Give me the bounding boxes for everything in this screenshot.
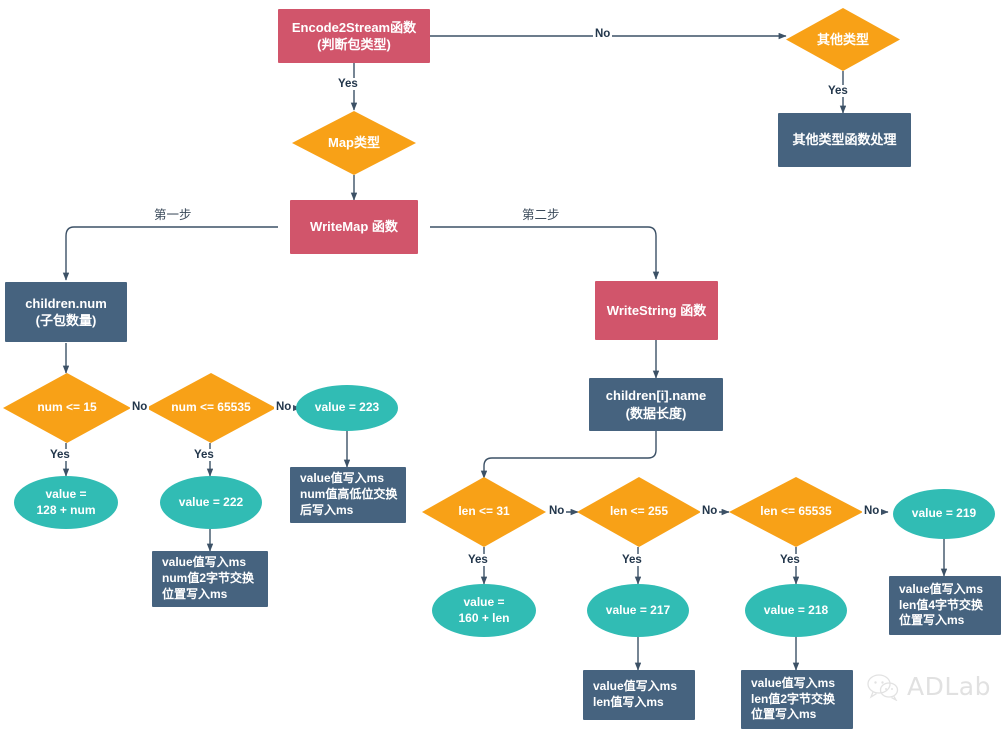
node-value-223-label: value = 223 bbox=[314, 400, 380, 415]
edge-label-no-num15: No bbox=[130, 401, 150, 413]
node-write-num-2byte-line2: num值2字节交换 bbox=[162, 571, 255, 586]
node-num-le-15[interactable]: num <= 15 bbox=[3, 373, 131, 443]
node-write-len-4byte-line3: 位置写入ms bbox=[899, 613, 965, 628]
edge-label-yes-other: Yes bbox=[826, 85, 850, 97]
edge-label-no-num65535: No bbox=[274, 401, 294, 413]
node-value-128-num[interactable]: value = 128 + num bbox=[14, 476, 118, 529]
watermark: ADLab bbox=[866, 672, 991, 701]
node-write-num-swap-line3: 后写入ms bbox=[300, 502, 354, 517]
node-value-219-label: value = 219 bbox=[911, 506, 977, 521]
node-write-num-2byte-line1: value值写入ms bbox=[162, 555, 247, 570]
node-value-128-num-line1: value = bbox=[45, 486, 87, 501]
node-children-num-line2: (子包数量) bbox=[35, 313, 97, 328]
node-encode2stream[interactable]: Encode2Stream函数 (判断包类型) bbox=[278, 9, 430, 63]
node-other-type-label: 其他类型 bbox=[816, 31, 869, 47]
edge-label-no-len65535: No bbox=[862, 505, 882, 517]
node-write-len-4byte[interactable]: value值写入ms len值4字节交换 位置写入ms bbox=[889, 576, 1001, 635]
node-children-name-line1: children[i].name bbox=[605, 388, 707, 404]
node-children-num-line1: children.num bbox=[25, 295, 107, 311]
node-write-len-2byte-line1: value值写入ms bbox=[751, 675, 836, 690]
edge-label-no-len31: No bbox=[547, 505, 567, 517]
node-write-num-swap-line1: value值写入ms bbox=[300, 471, 385, 486]
node-value-217[interactable]: value = 217 bbox=[587, 584, 689, 637]
edge-label-no-len255: No bbox=[700, 505, 720, 517]
node-value-219[interactable]: value = 219 bbox=[893, 489, 995, 539]
node-num-le-65535[interactable]: num <= 65535 bbox=[146, 373, 276, 443]
node-len-le-65535[interactable]: len <= 65535 bbox=[729, 477, 863, 547]
node-value-160-len[interactable]: value = 160 + len bbox=[432, 584, 536, 637]
watermark-text: ADLab bbox=[907, 672, 991, 701]
node-write-len-4byte-line2: len值4字节交换 bbox=[899, 597, 984, 612]
wechat-icon bbox=[866, 673, 900, 701]
node-len-le-31[interactable]: len <= 31 bbox=[422, 477, 546, 547]
node-value-160-len-line2: 160 + len bbox=[458, 610, 510, 625]
edge-label-yes-top: Yes bbox=[336, 78, 360, 90]
edge-label-yes-len65535: Yes bbox=[778, 554, 802, 566]
edge-label-step1: 第一步 bbox=[152, 204, 194, 223]
node-write-num-swap-line2: num值高低位交换 bbox=[300, 487, 398, 502]
edge-label-no-top: No bbox=[593, 28, 613, 40]
node-encode2stream-line1: Encode2Stream函数 bbox=[291, 19, 417, 35]
edge-label-yes-len31: Yes bbox=[466, 554, 490, 566]
node-write-num-swap[interactable]: value值写入ms num值高低位交换 后写入ms bbox=[290, 467, 406, 523]
node-children-num[interactable]: children.num (子包数量) bbox=[5, 282, 127, 342]
node-writestring[interactable]: WriteString 函数 bbox=[595, 281, 718, 340]
node-encode2stream-line2: (判断包类型) bbox=[317, 37, 391, 52]
node-value-218-label: value = 218 bbox=[763, 602, 829, 617]
node-num-le-65535-label: num <= 65535 bbox=[171, 400, 251, 415]
node-write-len-2byte-line2: len值2字节交换 bbox=[751, 691, 836, 706]
edge-label-step2: 第二步 bbox=[520, 204, 562, 223]
node-len-le-255-label: len <= 255 bbox=[609, 504, 669, 519]
node-writemap[interactable]: WriteMap 函数 bbox=[290, 200, 418, 254]
node-value-222-label: value = 222 bbox=[178, 494, 244, 509]
node-value-128-num-line2: 128 + num bbox=[36, 502, 96, 517]
node-map-type-label: Map类型 bbox=[327, 135, 380, 151]
node-other-type-handler-label: 其他类型函数处理 bbox=[792, 132, 897, 148]
node-len-le-65535-label: len <= 65535 bbox=[760, 504, 832, 519]
node-len-le-255[interactable]: len <= 255 bbox=[577, 477, 701, 547]
node-map-type[interactable]: Map类型 bbox=[292, 111, 416, 175]
node-other-type[interactable]: 其他类型 bbox=[786, 8, 900, 71]
edge-label-yes-len255: Yes bbox=[620, 554, 644, 566]
node-write-len-2byte-line3: 位置写入ms bbox=[751, 707, 817, 722]
node-writemap-label: WriteMap 函数 bbox=[310, 219, 398, 235]
node-write-len-4byte-line1: value值写入ms bbox=[899, 581, 984, 596]
node-write-num-2byte[interactable]: value值写入ms num值2字节交换 位置写入ms bbox=[152, 551, 268, 607]
node-write-len-line2: len值写入ms bbox=[593, 695, 664, 709]
node-write-len-2byte[interactable]: value值写入ms len值2字节交换 位置写入ms bbox=[741, 670, 853, 729]
node-write-num-2byte-line3: 位置写入ms bbox=[162, 586, 228, 601]
node-len-le-31-label: len <= 31 bbox=[458, 504, 510, 519]
node-value-217-label: value = 217 bbox=[605, 602, 671, 617]
node-value-223[interactable]: value = 223 bbox=[296, 385, 398, 431]
node-value-218[interactable]: value = 218 bbox=[745, 584, 847, 637]
edge-label-yes-num15: Yes bbox=[48, 449, 72, 461]
edge-label-yes-num65535: Yes bbox=[192, 449, 216, 461]
node-children-name[interactable]: children[i].name (数据长度) bbox=[589, 378, 723, 431]
node-children-name-line2: (数据长度) bbox=[625, 405, 687, 421]
node-num-le-15-label: num <= 15 bbox=[37, 400, 97, 415]
node-value-160-len-line1: value = bbox=[463, 594, 505, 609]
node-writestring-label: WriteString 函数 bbox=[606, 302, 707, 318]
node-value-222[interactable]: value = 222 bbox=[160, 476, 262, 529]
node-write-len[interactable]: value值写入ms len值写入ms bbox=[583, 670, 695, 720]
node-other-type-handler[interactable]: 其他类型函数处理 bbox=[778, 113, 911, 167]
node-write-len-line1: value值写入ms bbox=[593, 679, 678, 694]
